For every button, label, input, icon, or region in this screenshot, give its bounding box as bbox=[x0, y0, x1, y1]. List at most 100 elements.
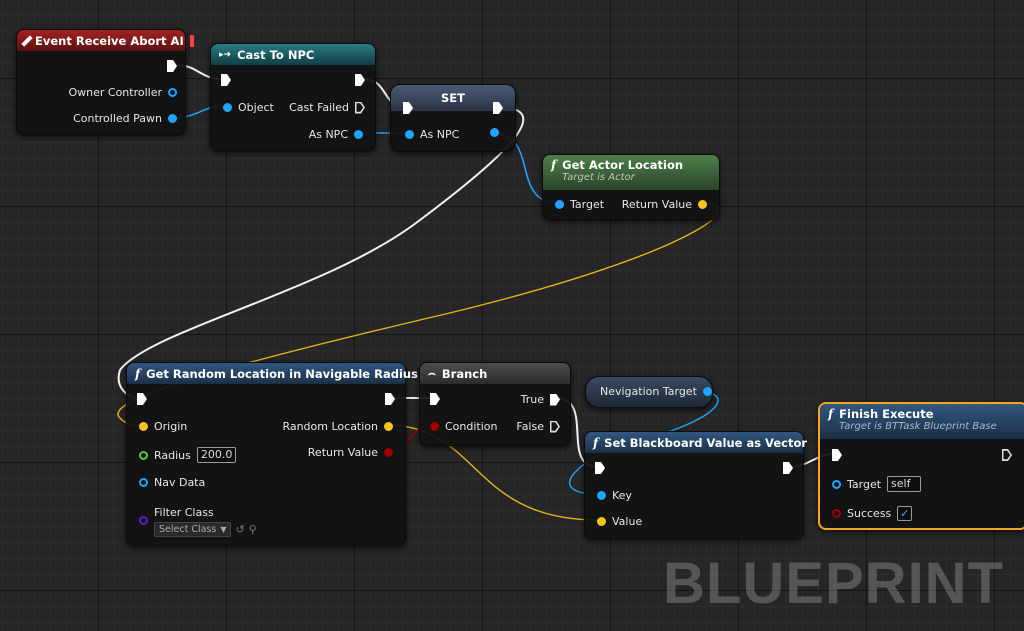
cast-exec-in-pin-icon[interactable] bbox=[221, 74, 231, 86]
branch-exec-in-pin-icon[interactable] bbox=[430, 393, 440, 405]
cast-as-npc-label: As NPC bbox=[308, 128, 348, 141]
set-node-title: SET bbox=[441, 91, 465, 105]
get-location-target-label: Target bbox=[570, 198, 605, 211]
finish-exec-out-pin-icon[interactable] bbox=[1002, 449, 1012, 461]
controlled-pawn-label: Controlled Pawn bbox=[73, 112, 162, 125]
cast-object-label: Object bbox=[238, 101, 274, 114]
cast-object-pin-icon[interactable] bbox=[223, 103, 232, 112]
success-pin-icon[interactable] bbox=[832, 509, 841, 518]
use-selected-icon[interactable]: ↺ bbox=[235, 523, 245, 536]
random-exec-out-pin-icon[interactable] bbox=[385, 393, 395, 405]
function-icon: f bbox=[551, 158, 557, 172]
set-bb-exec-in-pin-icon[interactable] bbox=[595, 462, 605, 474]
cast-node-header[interactable]: ▸➜ Cast To NPC bbox=[211, 44, 375, 65]
owner-controller-pin-icon[interactable] bbox=[168, 88, 177, 97]
get-location-return-pin-icon[interactable] bbox=[698, 200, 707, 209]
event-node-title: Event Receive Abort AI bbox=[35, 33, 184, 48]
condition-label: Condition bbox=[445, 420, 498, 433]
finish-execute-subtitle: Target is BTTask Blueprint Base bbox=[839, 421, 997, 432]
event-exec-out-pin-icon[interactable] bbox=[167, 60, 177, 72]
navigation-target-variable-node[interactable]: Nevigation Target bbox=[585, 376, 713, 408]
select-class-value: Select Class bbox=[159, 524, 217, 535]
set-exec-out-pin-icon[interactable] bbox=[493, 102, 503, 114]
cast-node-title: Cast To NPC bbox=[237, 47, 315, 62]
get-location-subtitle: Target is Actor bbox=[562, 172, 635, 183]
owner-controller-label: Owner Controller bbox=[68, 86, 162, 99]
set-exec-in-pin-icon[interactable] bbox=[403, 102, 413, 114]
browse-search-icon[interactable]: ⚲ bbox=[248, 523, 257, 536]
filter-class-label: Filter Class bbox=[154, 506, 214, 519]
get-random-location-node[interactable]: f Get Random Location in Navigable Radiu… bbox=[126, 362, 418, 546]
get-location-header[interactable]: f Get Actor Location Target is Actor bbox=[543, 155, 719, 190]
get-actor-location-node[interactable]: f Get Actor Location Target is Actor Tar… bbox=[542, 154, 720, 220]
get-location-return-label: Return Value bbox=[621, 198, 692, 211]
origin-pin-icon[interactable] bbox=[139, 422, 148, 431]
finish-exec-in-pin-icon[interactable] bbox=[832, 449, 842, 461]
set-as-npc-label: As NPC bbox=[420, 128, 460, 141]
get-location-target-pin-icon[interactable] bbox=[555, 200, 564, 209]
radius-input[interactable]: 200.0 bbox=[196, 447, 237, 463]
branch-false-pin-icon[interactable] bbox=[550, 420, 560, 433]
filter-class-pin-icon[interactable] bbox=[139, 516, 148, 525]
function-icon: f bbox=[593, 435, 599, 450]
navigation-target-label: Nevigation Target bbox=[600, 385, 697, 398]
set-blackboard-header[interactable]: f Set Blackboard Value as Vector bbox=[585, 432, 807, 453]
function-icon: f bbox=[828, 407, 834, 421]
branch-true-label: True bbox=[520, 393, 544, 406]
radius-label: Radius bbox=[154, 448, 191, 462]
blueprint-watermark: BLUEPRINT bbox=[663, 551, 1004, 616]
branch-node[interactable]: ⌢ Branch True Condition False bbox=[419, 362, 571, 446]
delegate-pin-icon[interactable] bbox=[189, 34, 194, 47]
select-class-dropdown[interactable]: Select Class ▼ bbox=[154, 522, 232, 537]
cast-as-npc-pin-icon[interactable] bbox=[354, 130, 363, 139]
success-label: Success bbox=[847, 507, 892, 520]
finish-execute-header[interactable]: f Finish Execute Target is BTTask Bluepr… bbox=[820, 404, 1024, 439]
value-label: Value bbox=[612, 515, 643, 528]
event-receive-abort-ai-node[interactable]: Event Receive Abort AI Owner Controller … bbox=[16, 29, 194, 135]
branch-title: Branch bbox=[441, 366, 488, 381]
finish-execute-node[interactable]: f Finish Execute Target is BTTask Bluepr… bbox=[818, 402, 1024, 530]
key-label: Key bbox=[612, 489, 632, 502]
random-location-header[interactable]: f Get Random Location in Navigable Radiu… bbox=[127, 363, 418, 384]
set-blackboard-title: Set Blackboard Value as Vector bbox=[604, 435, 808, 450]
set-blackboard-value-node[interactable]: f Set Blackboard Value as Vector Key Val… bbox=[584, 431, 807, 539]
random-exec-in-pin-icon[interactable] bbox=[137, 393, 147, 405]
branch-false-label: False bbox=[516, 420, 544, 433]
nav-data-label: Nav Data bbox=[154, 476, 206, 489]
random-location-title: Get Random Location in Navigable Radius bbox=[146, 366, 418, 381]
nav-data-pin-icon[interactable] bbox=[139, 478, 148, 487]
condition-pin-icon[interactable] bbox=[430, 422, 439, 431]
finish-target-input[interactable]: self bbox=[887, 476, 922, 492]
cast-exec-out-pin-icon[interactable] bbox=[355, 74, 365, 86]
random-location-label: Random Location bbox=[282, 420, 378, 433]
finish-target-label: Target bbox=[847, 477, 882, 491]
origin-label: Origin bbox=[154, 420, 188, 433]
cast-arrow-icon: ▸➜ bbox=[219, 49, 232, 60]
set-variable-node[interactable]: SET As NPC bbox=[390, 84, 516, 152]
random-return-label: Return Value bbox=[307, 446, 378, 459]
radius-pin-icon[interactable] bbox=[139, 450, 148, 460]
branch-icon: ⌢ bbox=[428, 366, 436, 380]
key-pin-icon[interactable] bbox=[597, 491, 606, 500]
function-icon: f bbox=[135, 366, 141, 381]
random-location-pin-icon[interactable] bbox=[384, 422, 393, 431]
set-as-npc-out-pin-icon[interactable] bbox=[490, 128, 499, 137]
value-pin-icon[interactable] bbox=[597, 517, 606, 526]
branch-header[interactable]: ⌢ Branch bbox=[420, 363, 570, 384]
cast-to-npc-node[interactable]: ▸➜ Cast To NPC Object Cast Failed As NPC bbox=[210, 43, 376, 151]
branch-true-pin-icon[interactable] bbox=[550, 393, 560, 406]
random-return-pin-icon[interactable] bbox=[384, 448, 393, 457]
chevron-down-icon: ▼ bbox=[220, 525, 227, 534]
controlled-pawn-pin-icon[interactable] bbox=[168, 114, 177, 123]
success-checkbox[interactable]: ✓ bbox=[897, 506, 913, 521]
finish-execute-title: Finish Execute bbox=[839, 407, 934, 421]
navigation-target-pin-icon[interactable] bbox=[702, 387, 712, 396]
event-diamond-icon bbox=[21, 34, 33, 47]
cast-failed-pin-icon[interactable] bbox=[355, 101, 365, 114]
event-node-header[interactable]: Event Receive Abort AI bbox=[17, 30, 194, 51]
set-as-npc-in-pin-icon[interactable] bbox=[405, 130, 414, 139]
set-bb-exec-out-pin-icon[interactable] bbox=[783, 462, 793, 474]
finish-target-pin-icon[interactable] bbox=[832, 479, 841, 489]
cast-failed-label: Cast Failed bbox=[289, 101, 349, 114]
get-location-title: Get Actor Location bbox=[562, 158, 684, 172]
